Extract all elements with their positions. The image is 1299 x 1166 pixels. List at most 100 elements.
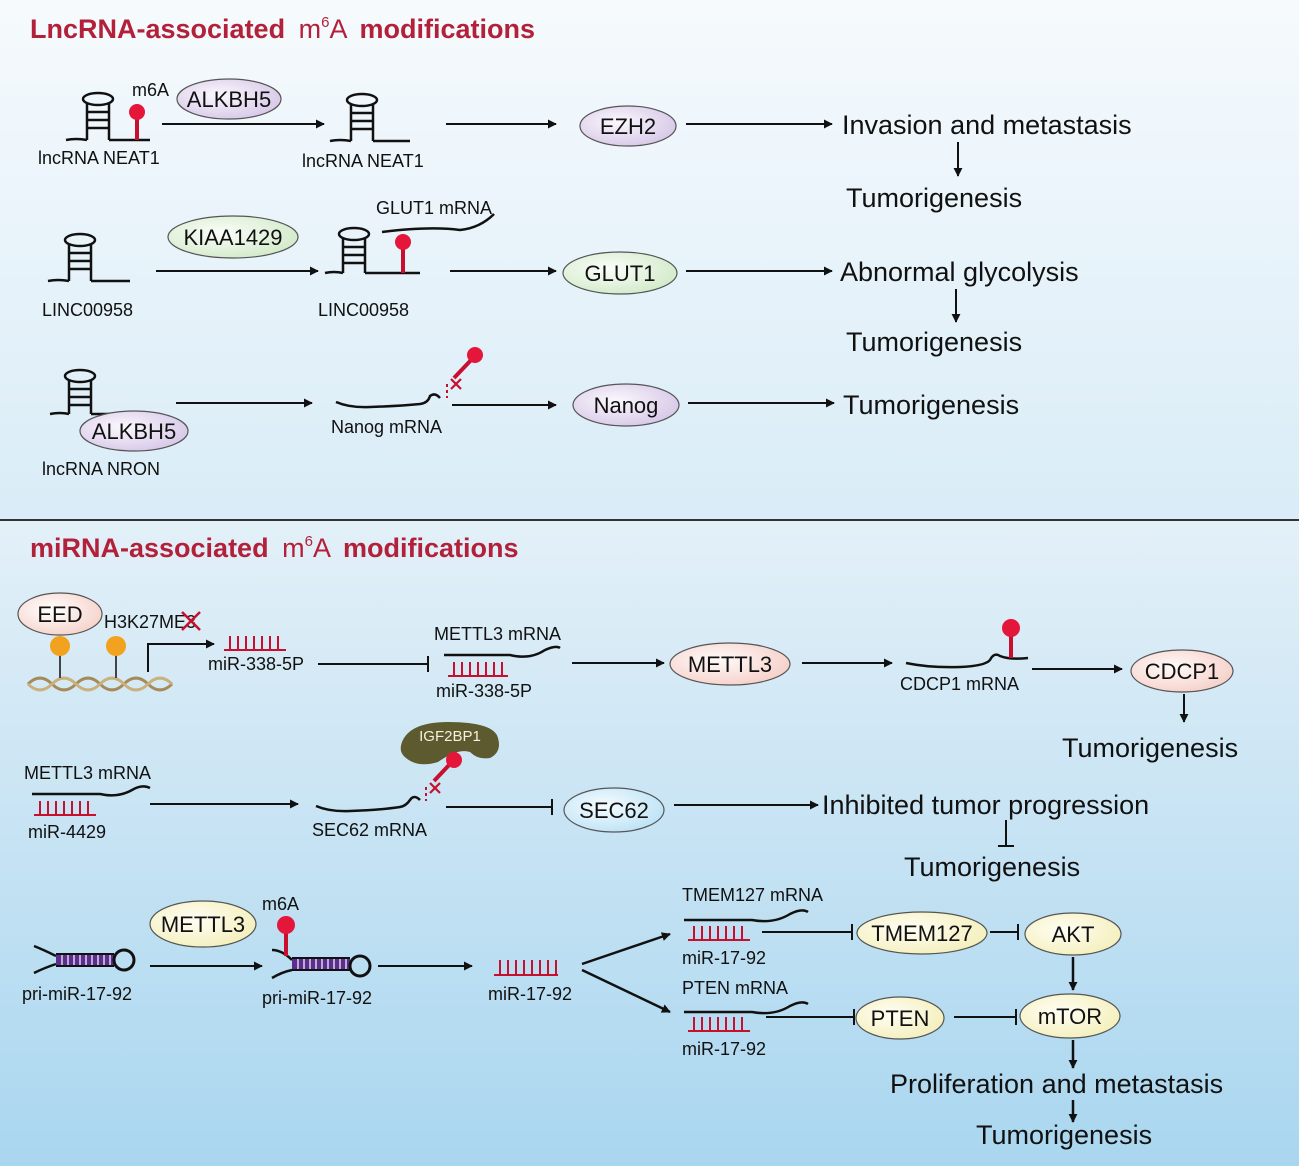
linc00958-left-glyph [47,232,130,283]
akt-label: AKT [1052,922,1095,947]
glut1-label: GLUT1 [585,261,656,286]
tumorigenesis-mi-row2: Tumorigenesis [904,852,1080,882]
pten-oval [855,996,945,1040]
glut1-oval [562,251,678,295]
sec62-oval [563,787,665,833]
cdcp1-label: CDCP1 [1145,659,1220,684]
mature-mir-17-92-label: miR-17-92 [488,984,572,1004]
mettl3-label-row3: METTL3 [161,912,245,937]
m6a-label-row1: m6A [132,80,169,100]
abnormal-glycolysis-text: Abnormal glycolysis [840,257,1079,287]
nanog-mrna-label: Nanog mRNA [331,417,442,437]
mirna-section-title: miRNA-associated m6A modifications [30,533,519,563]
repression-x-icon [181,611,201,631]
tumorigenesis-row3: Tumorigenesis [843,390,1019,420]
nanog-mrna-glyph [335,347,483,409]
mettl3-oval-row3 [149,900,257,948]
tumorigenesis-row2: Tumorigenesis [846,327,1022,357]
m6a-label-row3: m6A [262,894,299,914]
lncrna-neat1-right-glyph [329,92,410,143]
mir-4429-label: miR-4429 [28,822,106,842]
mir-338-5p-label-left: miR-338-5P [208,654,304,674]
mature-mir-17-92-glyph [494,960,558,976]
kiaa1429-label: KIAA1429 [183,225,282,250]
tumorigenesis-mi-row3: Tumorigenesis [976,1120,1152,1150]
linc00958-left-label: LINC00958 [42,300,133,320]
pri-mir-17-92-right-label: pri-miR-17-92 [262,988,372,1008]
pten-mrna-duplex [684,1001,809,1032]
sec62-mrna-label: SEC62 mRNA [312,820,427,840]
mettl3-mrna-label-row2: METTL3 mRNA [24,763,151,783]
alkbh5-oval-row3 [79,410,189,452]
sec62-label: SEC62 [579,798,649,823]
tumorigenesis-mi-row1: Tumorigenesis [1062,733,1238,763]
ezh2-oval [579,105,677,147]
nanog-label: Nanog [594,393,659,418]
alkbh5-label-row3: ALKBH5 [92,419,176,444]
ezh2-label: EZH2 [600,114,656,139]
lncrna-neat1-left-label: lncRNA NEAT1 [38,148,160,168]
h3k27me3-label: H3K27ME3 [104,612,196,632]
mir-17-92-label-b: miR-17-92 [682,1039,766,1059]
inhibit-sec62-mrna-to-sec62 [446,799,553,815]
igf2bp1-reader-shape [400,722,499,765]
cdcp1-mrna-glyph [905,619,1029,669]
invasion-metastasis-text: Invasion and metastasis [842,110,1132,140]
inhibit-tmem127-mrna-to-tmem127 [762,924,853,940]
nanog-oval [572,383,680,427]
akt-oval [1024,912,1122,956]
lncrna-neat1-left-glyph [65,91,150,142]
mtor-label: mTOR [1038,1004,1102,1029]
mettl3-mrna-label-row1: METTL3 mRNA [434,624,561,644]
lncrna-neat1-right-label: lncRNA NEAT1 [302,151,424,171]
linc00958-right-glyph [324,213,495,275]
inhibit-tmem127-to-akt [990,924,1019,940]
eed-label: EED [37,602,82,627]
mettl3-mrna-duplex [444,645,561,677]
pri-mir-17-92-left-hairpin [33,944,136,975]
mettl3-mrna-mir4429-duplex [32,785,151,816]
alkbh5-label-row1: ALKBH5 [187,87,271,112]
mir-338-5p-label-right: miR-338-5P [436,681,532,701]
mettl3-oval-row1 [669,642,791,686]
tmem127-mrna-label: TMEM127 mRNA [682,885,823,905]
lncrna-nron-label: lncRNA NRON [42,459,160,479]
tumorigenesis-row1: Tumorigenesis [846,183,1022,213]
mirna-panel-background [0,521,1299,1166]
lnc-section-title: LncRNA-associated m6A modifications [30,14,535,44]
mettl3-label-row1: METTL3 [688,652,772,677]
alkbh5-oval-row1 [176,78,282,120]
dna-helix [26,676,174,692]
tmem127-label: TMEM127 [871,921,972,946]
mtor-oval [1019,993,1121,1039]
histone-marks [50,636,126,678]
proliferation-metastasis-text: Proliferation and metastasis [890,1069,1223,1099]
arrow-mir-to-tmem127-mrna [581,932,671,966]
transcription-arrow [147,639,215,672]
mir-338-5p-glyph-left [224,636,286,651]
pten-mrna-label: PTEN mRNA [682,978,788,998]
glut1-mrna-label: GLUT1 mRNA [376,198,492,218]
sec62-mrna-glyph [315,752,462,813]
tmem127-mrna-duplex [684,909,809,941]
linc00958-right-label: LINC00958 [318,300,409,320]
pten-label: PTEN [871,1006,930,1031]
igf2bp1-label: IGF2BP1 [419,728,481,745]
m6a-pin-left [129,104,145,140]
cdcp1-mrna-label: CDCP1 mRNA [900,674,1019,694]
cdcp1-oval [1130,649,1234,693]
inhibit-pten-mrna-to-pten [766,1009,855,1025]
inhibit-mir338-to-mettl3-mrna [318,656,429,672]
kiaa1429-oval [167,215,299,259]
arrow-mir-to-pten-mrna [581,968,671,1014]
pri-mir-17-92-left-label: pri-miR-17-92 [22,984,132,1004]
m6a-pin-linc00958 [395,234,411,273]
inhibit-pten-to-mtor [954,1009,1017,1025]
inhibit-progression-to-tumorigenesis [998,820,1014,847]
inhibited-tumor-progression-text: Inhibited tumor progression [822,790,1149,820]
tmem127-oval [856,911,988,955]
mir-17-92-label-a: miR-17-92 [682,948,766,968]
eed-oval [17,592,103,636]
